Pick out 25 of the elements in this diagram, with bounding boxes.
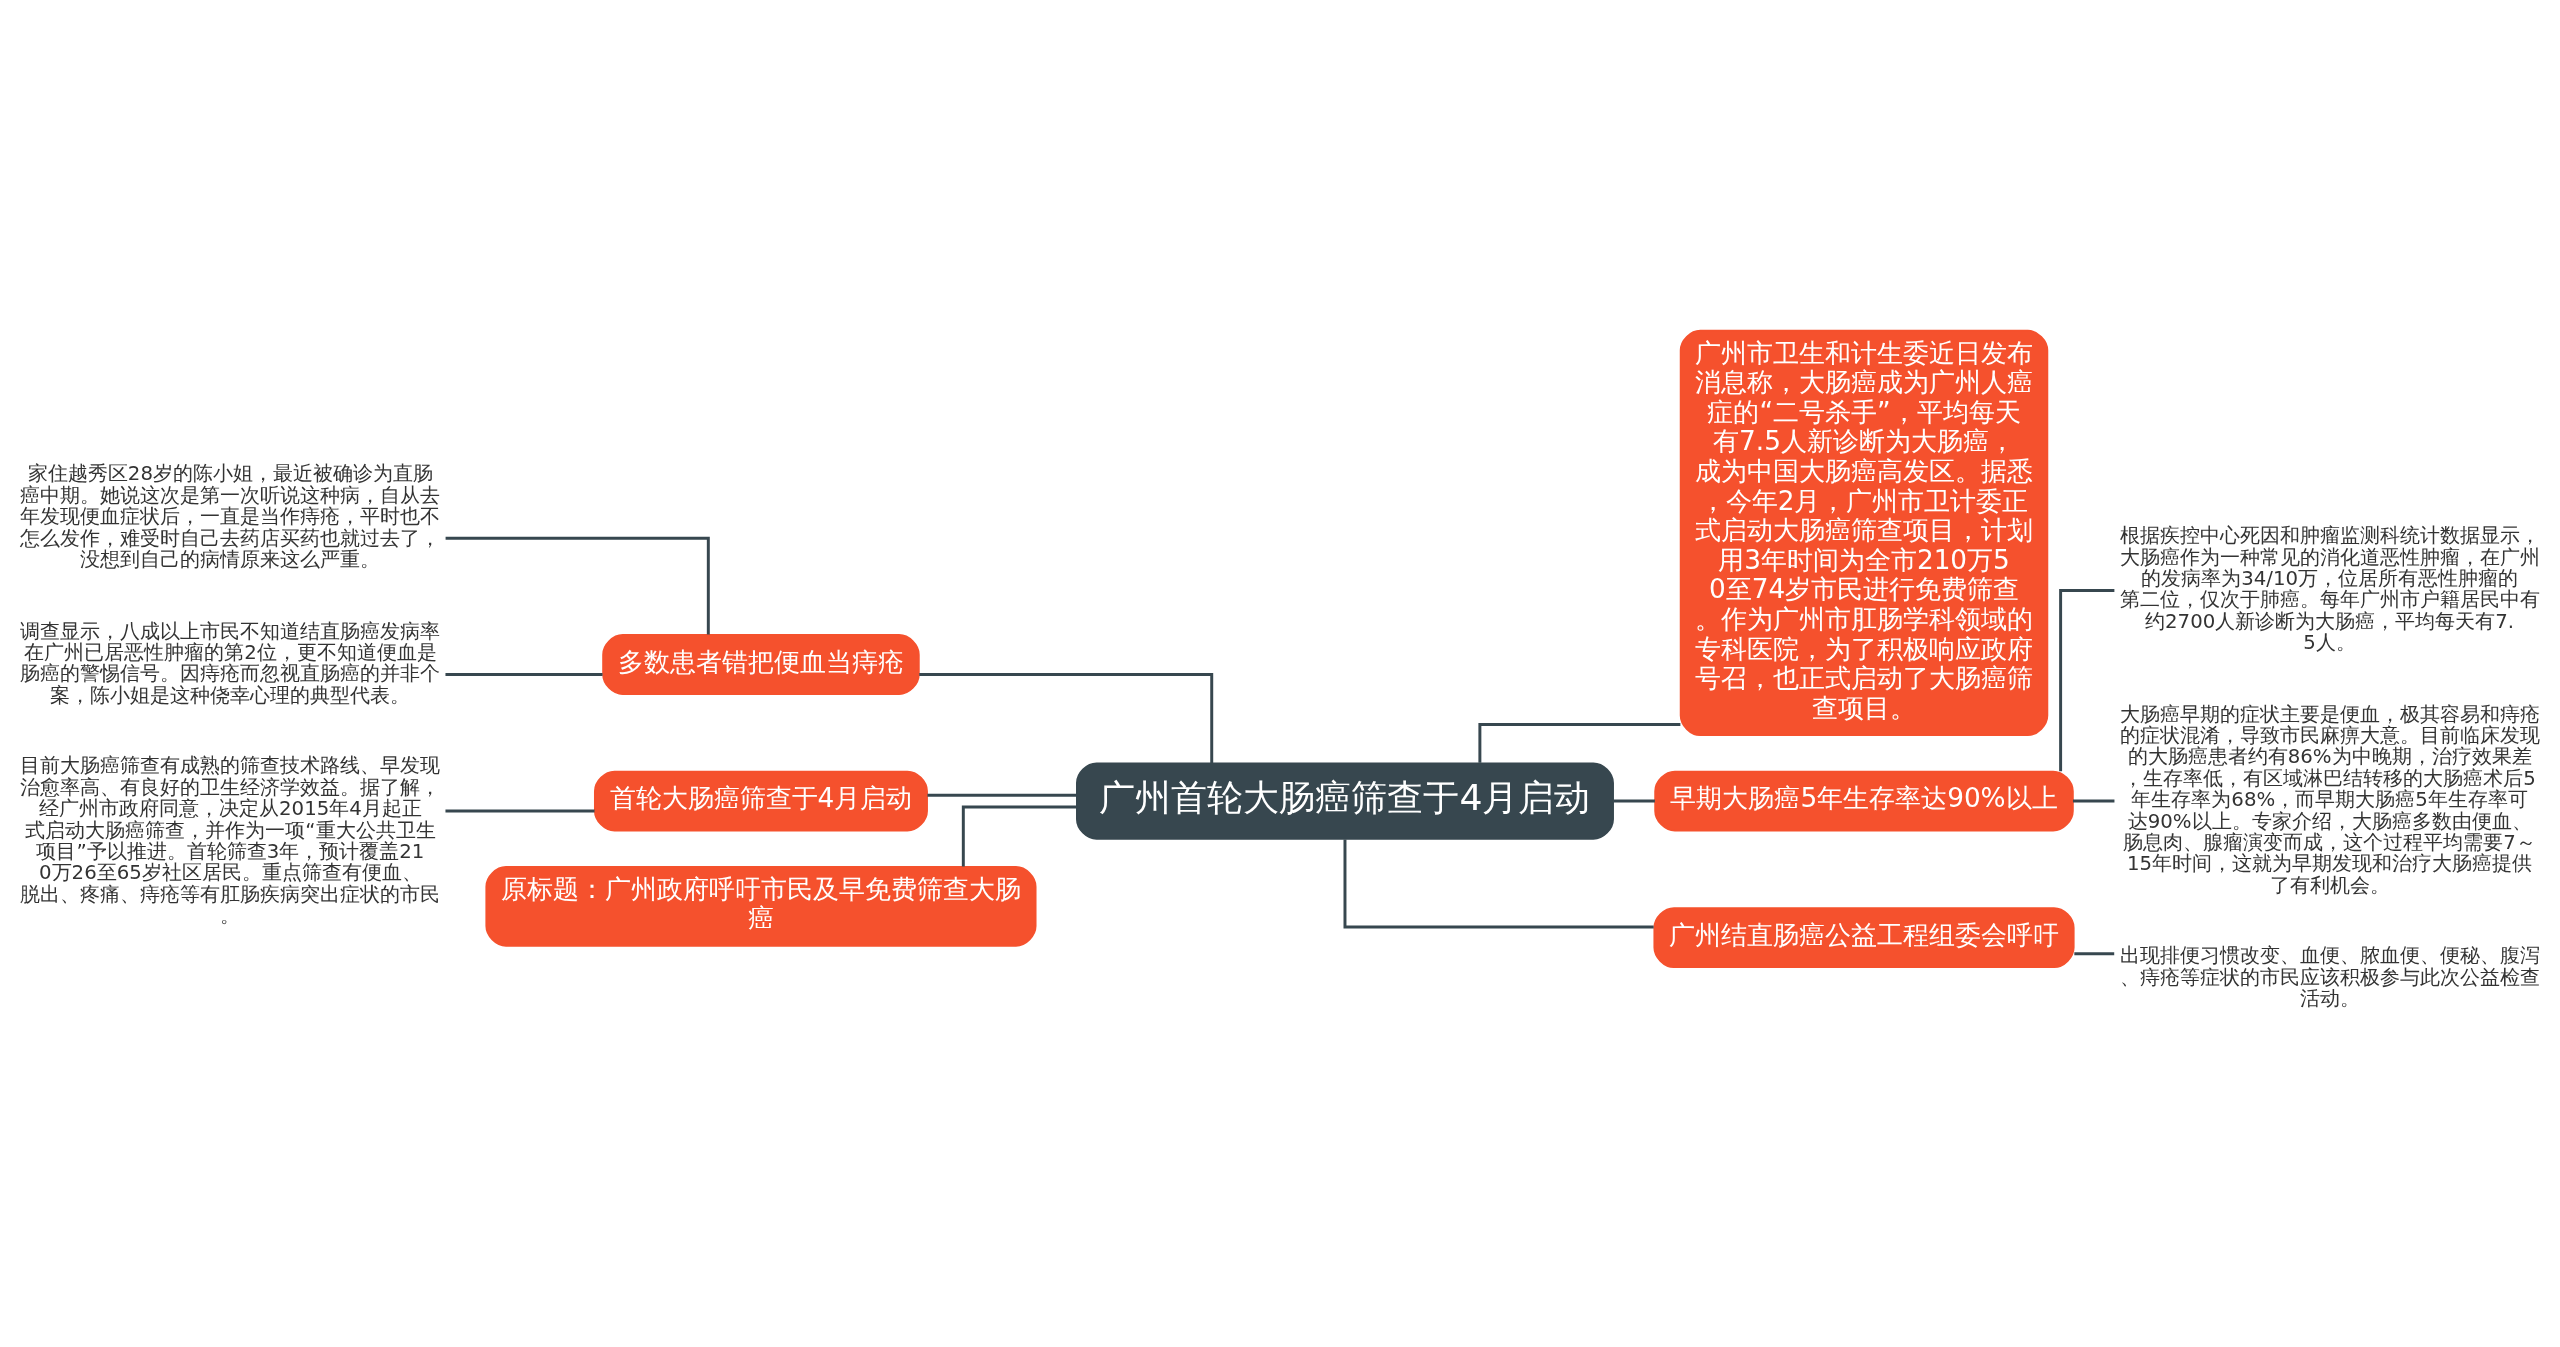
node-text: 目前大肠癌筛查有成熟的筛查技术路线、早发现治愈率高、有良好的卫生经济学效益。据了解，经广州市政府同意，决定从2015年4月起正式启动大肠癌筛查，并作为一项“重大公共卫生项目”予以推进。首轮筛查3年，预计覆盖210万26至65岁社区居民。重点筛查有便血、脱出、疼痛、痔疮等有肛肠疾病突出症状的市民。	[20, 753, 441, 927]
connector	[445, 809, 595, 812]
node-text: 根据疾控中心死因和肿瘤监测科统计数据显示，大肠癌作为一种常见的消化道恶性肿瘤，在广州的发病率为34/10万，位居所有恶性肿瘤的第二位，仅次于肺癌。每年广州市户籍居民中有约2700人新诊断为大肠癌，平均每天有7.5人。	[2119, 523, 2540, 654]
connector	[1343, 839, 1654, 928]
connector	[1478, 722, 1681, 763]
connector	[961, 805, 1077, 867]
node-box: 首轮大肠癌筛查于4月启动	[594, 770, 928, 832]
node-text: 出现排便习惯改变、血便、脓血便、便秘、腹泻、痔疮等症状的市民应该积极参与此次公益检查活动。	[2119, 943, 2540, 1010]
node-box: 原标题：广州政府呼吁市民及早免费筛查大肠癌	[485, 865, 1037, 947]
node-box: 广州首轮大肠癌筛查于4月启动	[1076, 761, 1614, 840]
connector	[2072, 799, 2115, 803]
node-box: 早期大肠癌5年生存率达90%以上	[1654, 770, 2074, 832]
connector	[445, 536, 710, 635]
connector	[919, 672, 1214, 763]
connector	[1613, 799, 1655, 803]
node-box: 广州结直肠癌公益工程组委会呼吁	[1653, 906, 2075, 968]
connector	[2074, 951, 2115, 955]
connector	[927, 793, 1077, 797]
connector	[2059, 588, 2115, 771]
node-box: 广州市卫生和计生委近日发布消息称，大肠癌成为广州人癌症的“二号杀手”，平均每天有7.5人新诊断为大肠癌，成为中国大肠癌高发区。据悉，今年2月，广州市卫计委正式启动大肠癌筛查项目，计划用3年时间为全市210万50至74岁市民进行免费筛查。作为广州市肛肠学科领域的专科医院，为了积极响应政府号召，也正式启动了大肠癌筛查项目。	[1679, 329, 2049, 736]
node-text: 家住越秀区28岁的陈小姐，最近被确诊为直肠癌中期。她说这次是第一次听说这种病，自从去年发现便血症状后，一直是当作痔疮，平时也不怎么发作，难受时自己去药店买药也就过去了，没想到自己的病情原来这么严重。	[20, 461, 441, 571]
node-box: 多数患者错把便血当痔疮	[602, 633, 920, 695]
connector	[445, 672, 603, 676]
node-text: 调查显示，八成以上市民不知道结直肠癌发病率在广州已居恶性肿瘤的第2位，更不知道便血是肠癌的警惕信号。因痔疮而忽视直肠癌的并非个案，陈小姐是这种侥幸心理的典型代表。	[20, 619, 441, 707]
node-text: 大肠癌早期的症状主要是便血，极其容易和痔疮的症状混淆，导致市民麻痹大意。目前临床发现的大肠癌患者约有86%为中晚期，治疗效果差，生存率低，有区域淋巴结转移的大肠癌术后5年生存率为68%，而早期大肠癌5年生存率可达90%以上。专家介绍，大肠癌多数由便血、肠息肉、腺瘤演变而成，这个过程平均需要7～15年时间，这就为早期发现和治疗大肠癌提供了有利机会。	[2119, 702, 2540, 897]
